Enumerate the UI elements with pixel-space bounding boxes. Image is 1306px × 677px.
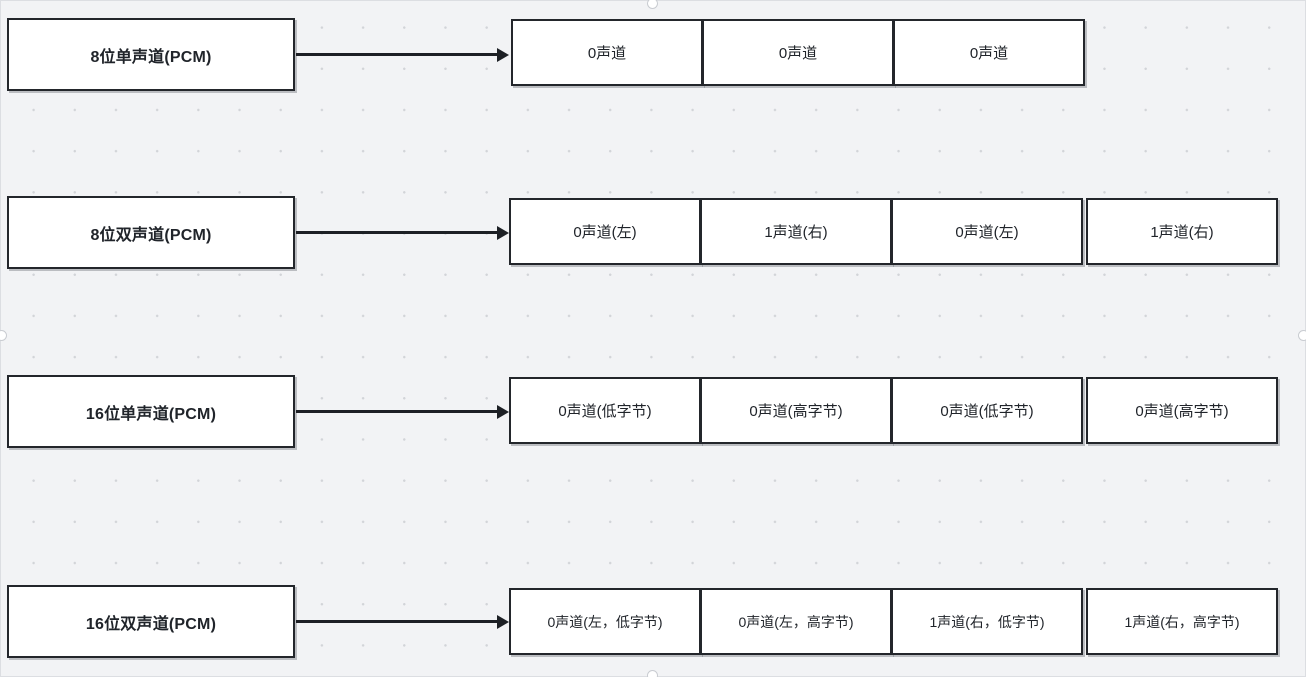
arrow-16bit-stereo[interactable] <box>296 614 509 629</box>
cell-16bit-mono-2[interactable]: 0声道(低字节) <box>891 377 1083 444</box>
cell-16bit-stereo-2[interactable]: 1声道(右，低字节) <box>891 588 1083 655</box>
cell-16bit-mono-0[interactable]: 0声道(低字节) <box>509 377 701 444</box>
cell-16bit-stereo-3[interactable]: 1声道(右，高字节) <box>1086 588 1278 655</box>
resize-handle-top[interactable] <box>647 0 658 9</box>
cell-8bit-stereo-3[interactable]: 1声道(右) <box>1086 198 1278 265</box>
resize-handle-right[interactable] <box>1298 330 1306 341</box>
cell-8bit-mono-0[interactable]: 0声道 <box>511 19 703 86</box>
cell-8bit-mono-1[interactable]: 0声道 <box>702 19 894 86</box>
row-label-8bit-stereo[interactable]: 8位双声道(PCM) <box>7 196 295 269</box>
cell-8bit-stereo-2[interactable]: 0声道(左) <box>891 198 1083 265</box>
row-label-16bit-mono[interactable]: 16位单声道(PCM) <box>7 375 295 448</box>
arrow-16bit-mono[interactable] <box>296 404 509 419</box>
row-label-16bit-stereo[interactable]: 16位双声道(PCM) <box>7 585 295 658</box>
cell-8bit-stereo-1[interactable]: 1声道(右) <box>700 198 892 265</box>
cell-16bit-stereo-0[interactable]: 0声道(左，低字节) <box>509 588 701 655</box>
cell-16bit-stereo-1[interactable]: 0声道(左，高字节) <box>700 588 892 655</box>
arrow-8bit-mono[interactable] <box>296 47 509 62</box>
cell-16bit-mono-3[interactable]: 0声道(高字节) <box>1086 377 1278 444</box>
row-label-8bit-mono[interactable]: 8位单声道(PCM) <box>7 18 295 91</box>
resize-handle-bottom[interactable] <box>647 670 658 677</box>
cell-8bit-mono-2[interactable]: 0声道 <box>893 19 1085 86</box>
cell-16bit-mono-1[interactable]: 0声道(高字节) <box>700 377 892 444</box>
arrow-8bit-stereo[interactable] <box>296 225 509 240</box>
resize-handle-left[interactable] <box>0 330 7 341</box>
cell-8bit-stereo-0[interactable]: 0声道(左) <box>509 198 701 265</box>
